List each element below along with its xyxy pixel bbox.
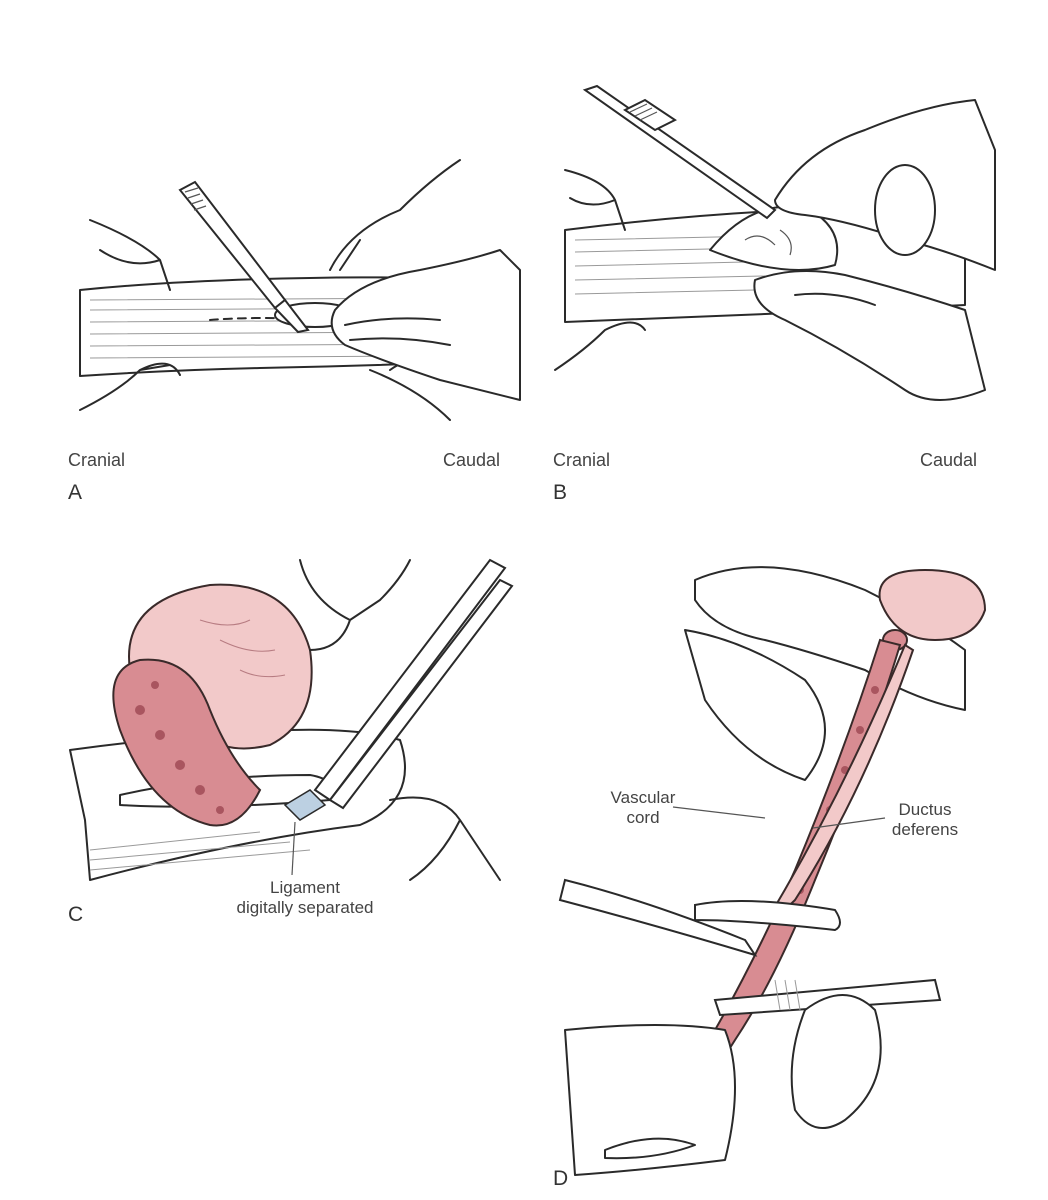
panel-d-ductus-deferens-callout: Ductus deferens bbox=[875, 800, 975, 840]
panel-c-illustration bbox=[69, 558, 514, 881]
panel-a-letter: A bbox=[68, 481, 83, 504]
panel-c-callout: Ligament digitally separated bbox=[230, 878, 380, 918]
panel-b-left-label: Cranial bbox=[553, 450, 611, 470]
panel-d-callout-left-line1: Vascular bbox=[610, 788, 676, 807]
panel-a-left-label: Cranial bbox=[68, 450, 126, 470]
panel-c-callout-line2: digitally separated bbox=[236, 898, 374, 917]
panel-a: Cranial Caudal A bbox=[60, 130, 521, 504]
panel-b-right-label: Caudal bbox=[920, 450, 978, 470]
panel-a-illustration bbox=[79, 159, 521, 421]
panel-d-illustration bbox=[558, 566, 987, 1176]
panel-d-vascular-cord-callout: Vascular cord bbox=[593, 788, 693, 828]
panel-b: Cranial Caudal B bbox=[545, 84, 996, 504]
panel-c: Ligament digitally separated C bbox=[60, 558, 530, 930]
panel-d-callout-left-line2: cord bbox=[626, 808, 660, 827]
panel-d-callout-right-line2: deferens bbox=[891, 820, 959, 839]
panel-b-letter: B bbox=[553, 481, 568, 504]
panel-d: Vascular cord Ductus deferens D bbox=[545, 560, 995, 1195]
panel-a-right-label: Caudal bbox=[443, 450, 501, 470]
panel-d-callout-right-line1: Ductus bbox=[898, 800, 952, 819]
panel-d-letter: D bbox=[553, 1167, 569, 1190]
panel-c-callout-line1: Ligament bbox=[270, 878, 340, 897]
panel-b-illustration bbox=[554, 84, 996, 401]
panel-c-letter: C bbox=[68, 903, 84, 926]
